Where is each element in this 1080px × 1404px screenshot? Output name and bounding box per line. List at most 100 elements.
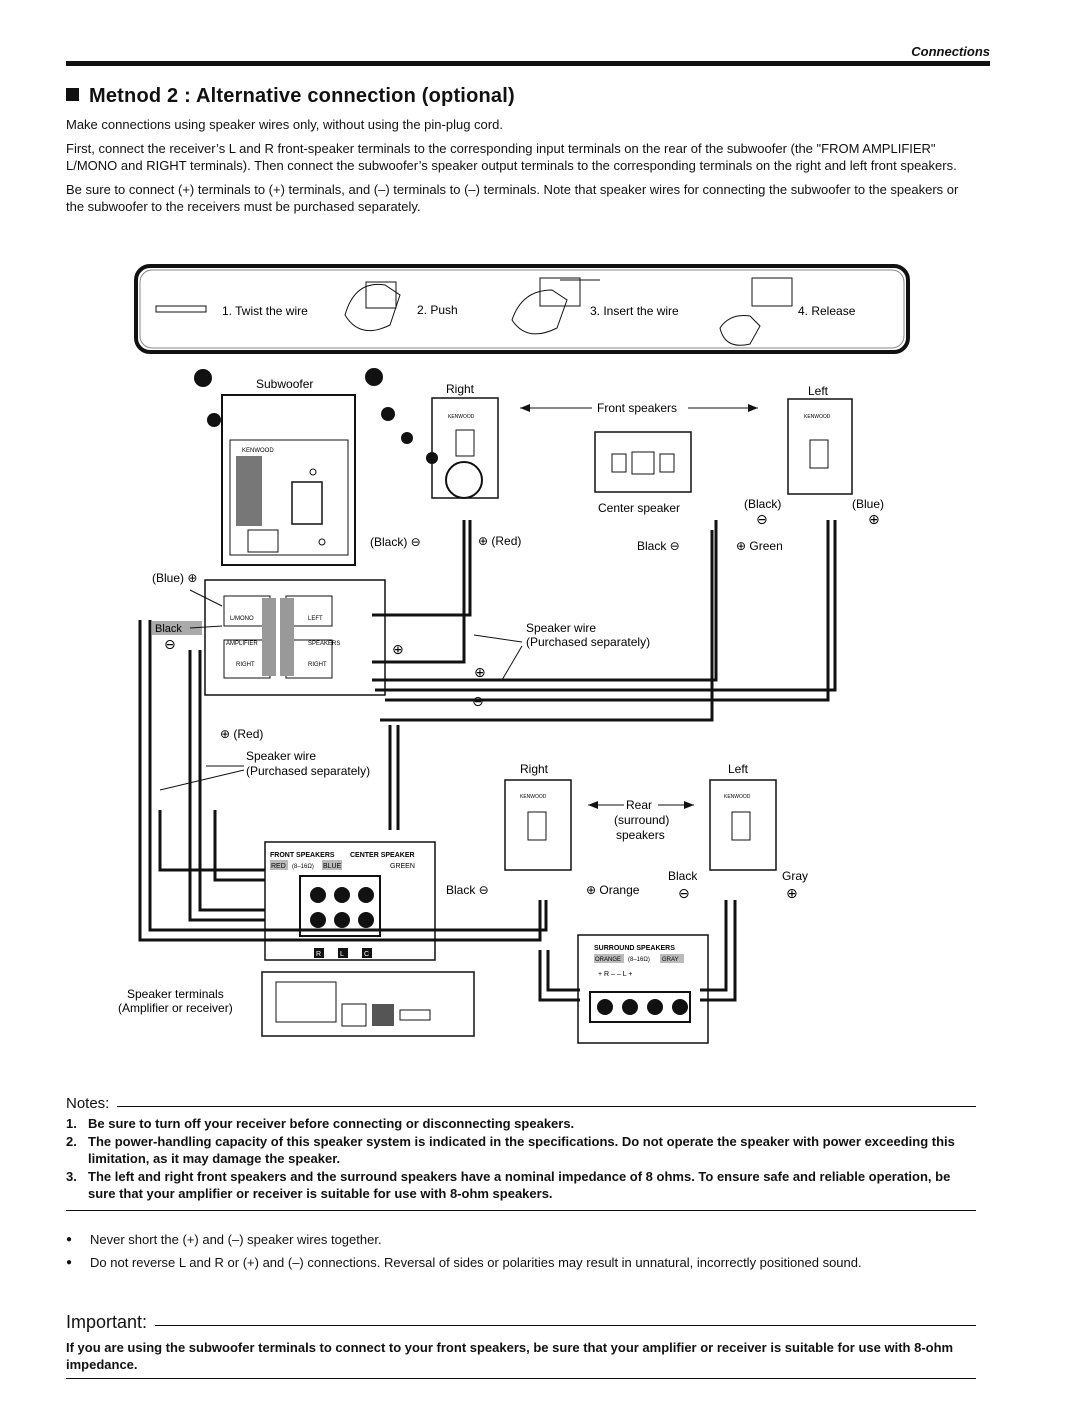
panel-lmono: L/MONO — [230, 616, 254, 622]
plus-icon-b: ⊕ — [474, 664, 486, 680]
rear-left-gray: Gray — [782, 869, 808, 883]
important-heading: Important: — [66, 1312, 976, 1333]
rear-left-speaker: Left KENWOOD Black Gray ⊖ ⊕ — [668, 762, 808, 901]
surround-orange: ORANGE — [595, 957, 621, 963]
important-text: If you are using the subwoofer terminals… — [66, 1340, 954, 1372]
receiver-terminal-panel: FRONT SPEAKERS CENTER SPEAKER RED (8–16Ω… — [264, 841, 436, 961]
speaker-wire-bottom: Speaker wire — [246, 749, 316, 763]
right-label: Right — [446, 382, 475, 396]
notes-heading: Notes: — [66, 1095, 976, 1112]
top-rule — [66, 61, 990, 66]
wiring-diagram: 1. Twist the wire 2. Push 3. Insert the … — [118, 264, 910, 1044]
surround-ohm: (8–16Ω) — [628, 957, 650, 963]
page-title: Metnod 2 : Alternative connection (optio… — [66, 85, 515, 108]
page-title-text: Metnod 2 : Alternative connection (optio… — [89, 85, 515, 107]
speakers-label: speakers — [616, 828, 665, 842]
surround-terminal-panel: SURROUND SPEAKERS ORANGE (8–16Ω) GRAY + … — [577, 934, 709, 1044]
front-speakers-arrow: Front speakers — [520, 401, 758, 415]
subwoofer-label: Subwoofer — [256, 377, 313, 391]
center-panel: CENTER SPEAKER — [350, 852, 415, 859]
intro-line-2: First, connect the receiver’s L and R fr… — [66, 141, 957, 173]
panel-amplifier: AMPLIFIER — [226, 641, 258, 647]
note-number: 3. — [66, 1169, 77, 1184]
rl-minus-icon: ⊖ — [678, 885, 690, 901]
intro-text: Make connections using speaker wires onl… — [66, 116, 976, 222]
notes-bottom-rule — [66, 1210, 976, 1211]
subwoofer-brand: KENWOOD — [242, 448, 274, 454]
purchased-top: (Purchased separately) — [526, 635, 650, 649]
intro-line-1: Make connections using speaker wires onl… — [66, 117, 503, 132]
notes-list: 1. Be sure to turn off your receiver befo… — [66, 1115, 976, 1203]
wire-icon — [155, 305, 207, 313]
center-black-label: Black ⊖ — [637, 539, 680, 553]
release-terminal-icon — [751, 277, 793, 307]
bullet-item: ● Do not reverse L and R or (+) and (–) c… — [66, 1254, 976, 1271]
fl-plus-icon: ⊕ — [868, 511, 880, 527]
step-4: 4. Release — [798, 304, 856, 318]
notes-label: Notes: — [66, 1095, 110, 1112]
subwoofer-terminal-panel: L/MONO LEFT AMPLIFIER SPEAKERS RIGHT RIG… — [152, 571, 386, 741]
bullet-dot-icon: ● — [66, 1234, 73, 1245]
note-item: 2. The power-handling capacity of this sp… — [66, 1133, 976, 1167]
surround-label: (surround) — [614, 813, 669, 827]
rear-left-label: Left — [728, 762, 749, 776]
front-left-black: (Black) — [744, 497, 781, 511]
intro-line-3: Be sure to connect (+) terminals to (+) … — [66, 182, 959, 214]
release-hand-icon — [719, 315, 761, 346]
note-number: 1. — [66, 1116, 77, 1131]
fl-minus-icon: ⊖ — [756, 511, 768, 527]
rlc-r: R — [316, 951, 321, 958]
front-right-speaker: Right KENWOOD — [431, 382, 499, 499]
black-sub-label: Black — [155, 623, 182, 635]
surround-polarity: + R – – L + — [598, 971, 632, 978]
center-green-label: ⊕ Green — [736, 539, 783, 553]
panel-red-label: RED — [271, 863, 286, 870]
rear-right-orange: ⊕ Orange — [586, 883, 640, 897]
left-label: Left — [808, 384, 829, 398]
surround-gray: GRAY — [662, 957, 679, 963]
note-text: Be sure to turn off your receiver before… — [88, 1116, 575, 1131]
receiver: Speaker terminals (Amplifier or receiver… — [118, 971, 475, 1037]
front-speakers-panel: FRONT SPEAKERS — [270, 852, 335, 859]
fl-brand: KENWOOD — [804, 414, 831, 420]
surround-panel-title: SURROUND SPEAKERS — [594, 945, 675, 952]
speaker-terminals-label: Speaker terminals — [127, 987, 224, 1001]
bullet-dot-icon: ● — [66, 1257, 73, 1268]
center-speaker-label: Center speaker — [598, 501, 680, 515]
note-text: The left and right front speakers and th… — [88, 1169, 951, 1201]
rear-speakers-arrow: Rear (surround) speakers — [588, 798, 694, 842]
note-number: 2. — [66, 1134, 77, 1149]
bullet-item: ● Never short the (+) and (–) speaker wir… — [66, 1231, 976, 1248]
panel-green-label: GREEN — [390, 863, 415, 870]
minus-sub-icon: ⊖ — [164, 636, 176, 652]
note-item: 3. The left and right front speakers and … — [66, 1168, 976, 1202]
rl-plus-icon: ⊕ — [786, 885, 798, 901]
insert-hand-icon — [511, 289, 568, 335]
wiring-steps-box: 1. Twist the wire 2. Push 3. Insert the … — [134, 264, 910, 354]
amplifier-label: (Amplifier or receiver) — [118, 1001, 233, 1015]
section-header: Connections — [911, 44, 990, 59]
note-text: The power-handling capacity of this spea… — [88, 1134, 955, 1166]
rl-brand: KENWOOD — [724, 794, 751, 800]
front-left-speaker: Left KENWOOD — [787, 384, 853, 495]
rear-right-label: Right — [520, 762, 549, 776]
front-right-black: (Black) ⊖ — [370, 535, 421, 549]
push-hand-icon — [344, 283, 401, 332]
red-sub-label: ⊕ (Red) — [220, 727, 263, 741]
rr-brand: KENWOOD — [520, 794, 547, 800]
important-label: Important: — [66, 1312, 148, 1332]
rear-right-speaker: Right KENWOOD Black ⊖ ⊕ Orange — [446, 762, 640, 897]
panel-blue-label: BLUE — [323, 863, 342, 870]
panel-ohm-1: (8–16Ω) — [292, 864, 314, 870]
blue-sub-label: (Blue) ⊕ — [152, 571, 197, 585]
front-speakers-label: Front speakers — [597, 401, 677, 415]
notes-rule — [117, 1106, 976, 1107]
bullet-text: Do not reverse L and R or (+) and (–) co… — [90, 1255, 862, 1270]
bullet-text: Never short the (+) and (–) speaker wire… — [90, 1232, 382, 1247]
fr-brand: KENWOOD — [448, 414, 475, 420]
panel-right-b: RIGHT — [308, 662, 327, 668]
important-bottom-rule — [66, 1378, 976, 1379]
important-rule — [155, 1325, 976, 1326]
step-3: 3. Insert the wire — [590, 304, 679, 318]
rear-label: Rear — [626, 798, 652, 812]
